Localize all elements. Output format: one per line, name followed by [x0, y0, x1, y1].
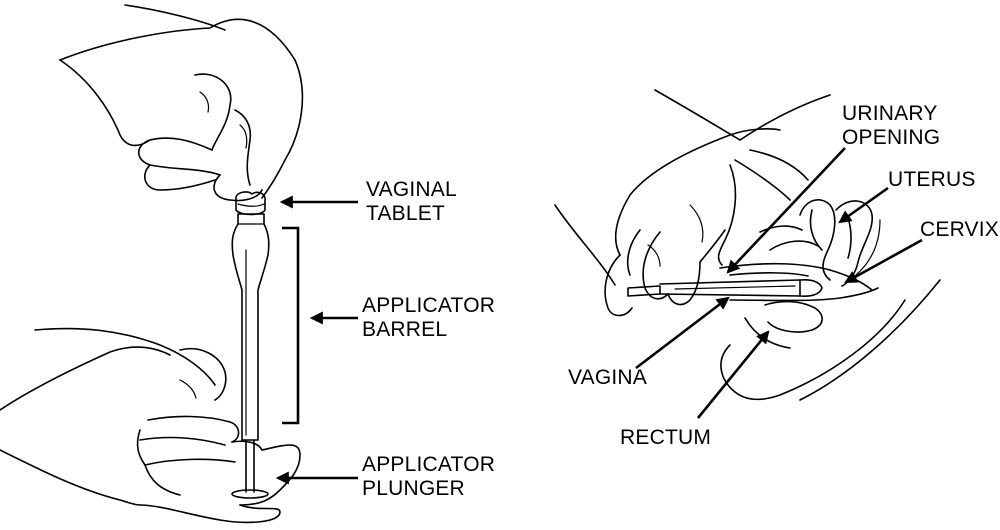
urinary-opening-label-line1: URINARY — [842, 102, 938, 125]
applicator-barrel-label-line1: APPLICATOR — [362, 294, 496, 317]
urinary-opening-arrow — [726, 147, 846, 274]
internal-anatomy-drawing — [719, 199, 879, 349]
applicator-plunger-drawing — [231, 439, 269, 499]
uterus-arrow — [838, 186, 889, 224]
upper-hand-drawing — [59, 4, 304, 202]
inserting-hand-drawing — [604, 128, 809, 317]
left-illustration — [0, 4, 358, 524]
vaginal-tablet-label-line1: VAGINAL — [366, 178, 457, 201]
uterus-label: UTERUS — [888, 168, 976, 191]
cervix-label: CERVIX — [920, 218, 1000, 241]
vaginal-tablet-drawing — [235, 191, 266, 216]
cervix-arrow — [844, 238, 923, 284]
vaginal-tablet-label: VAGINAL TABLET — [366, 178, 457, 226]
vagina-label: VAGINA — [568, 366, 647, 389]
rectum-label: RECTUM — [620, 426, 712, 449]
applicator-barrel-drawing — [231, 213, 270, 441]
barrel-bracket — [282, 226, 300, 425]
applicator-plunger-label-line2: PLUNGER — [362, 477, 465, 500]
lower-hand-drawing — [0, 327, 301, 524]
applicator-barrel-label: APPLICATOR BARREL — [362, 294, 495, 342]
inserted-applicator-drawing — [627, 279, 823, 297]
vaginal-tablet-label-line2: TABLET — [366, 202, 445, 225]
applicator-plunger-label-line1: APPLICATOR — [362, 453, 496, 476]
urinary-opening-label: URINARY OPENING — [842, 102, 940, 150]
right-illustration — [554, 89, 941, 419]
applicator-barrel-label-line2: BARREL — [362, 318, 448, 341]
urinary-opening-label-line2: OPENING — [842, 126, 941, 149]
vagina-arrow — [635, 296, 730, 370]
applicator-plunger-label: APPLICATOR PLUNGER — [362, 453, 495, 501]
rectum-arrow — [696, 330, 770, 419]
